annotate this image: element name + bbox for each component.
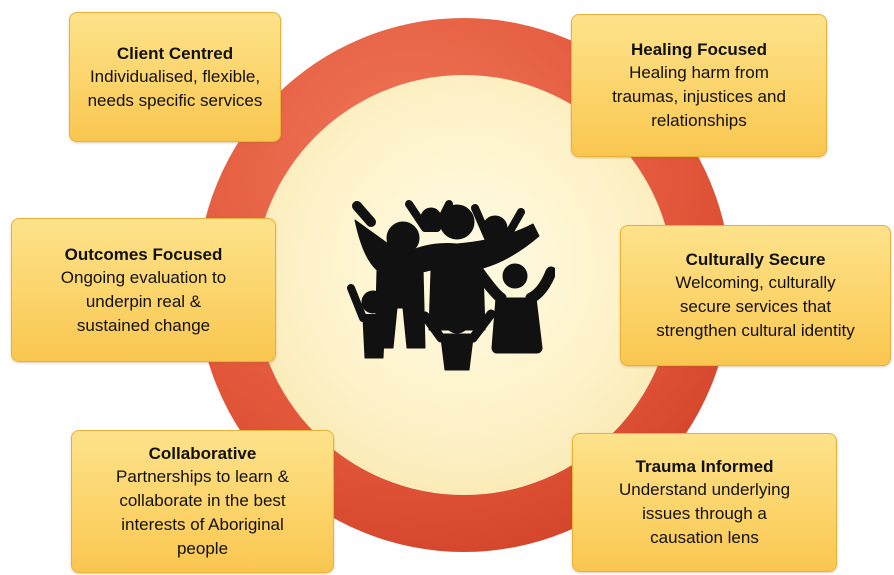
principle-description-line: relationships xyxy=(651,111,747,130)
principle-culturally-secure: Culturally Secure Welcoming, culturally … xyxy=(620,225,891,366)
principle-description-line: sustained change xyxy=(76,315,211,335)
principle-trauma-informed: Trauma Informed Understand underlying is… xyxy=(572,433,837,572)
principle-description-line: underpin real & xyxy=(85,291,202,311)
principle-outcomes-focused: Outcomes Focused Ongoing evaluation to u… xyxy=(11,218,276,362)
principle-title: Outcomes Focused xyxy=(64,244,223,264)
principle-collaborative: Collaborative Partnerships to learn & co… xyxy=(71,430,334,573)
principle-description-line: collaborate in the best xyxy=(119,491,286,510)
community-group-icon xyxy=(347,200,555,371)
principle-description-line: traumas, injustices and xyxy=(612,87,786,106)
principle-healing-focused: Healing Focused Healing harm from trauma… xyxy=(571,14,827,157)
principle-title: Culturally Secure xyxy=(685,250,826,269)
principle-description-line: Individualised, flexible, xyxy=(89,66,261,86)
principle-description-line: strengthen cultural identity xyxy=(656,321,855,340)
principle-title: Healing Focused xyxy=(630,40,768,59)
principle-title: Client Centred xyxy=(116,43,234,63)
principle-description-line: Welcoming, culturally xyxy=(675,273,836,292)
principle-description-line: Ongoing evaluation to xyxy=(60,267,227,287)
principle-description-line: interests of Aboriginal xyxy=(121,515,284,534)
principle-description-line: secure services that xyxy=(679,297,832,316)
principle-description-line: people xyxy=(176,539,229,558)
principle-title: Collaborative xyxy=(148,444,257,463)
principle-description-line: Understand underlying xyxy=(618,480,791,499)
principle-client-centred: Client Centred Individualised, flexible,… xyxy=(69,12,281,142)
principle-title: Trauma Informed xyxy=(635,457,774,476)
principle-description-line: Partnerships to learn & xyxy=(116,467,289,486)
principle-description-line: issues through a xyxy=(642,504,767,523)
principle-description-line: causation lens xyxy=(650,528,759,547)
principle-description-line: needs specific services xyxy=(87,90,263,110)
principle-description-line: Healing harm from xyxy=(629,63,769,82)
